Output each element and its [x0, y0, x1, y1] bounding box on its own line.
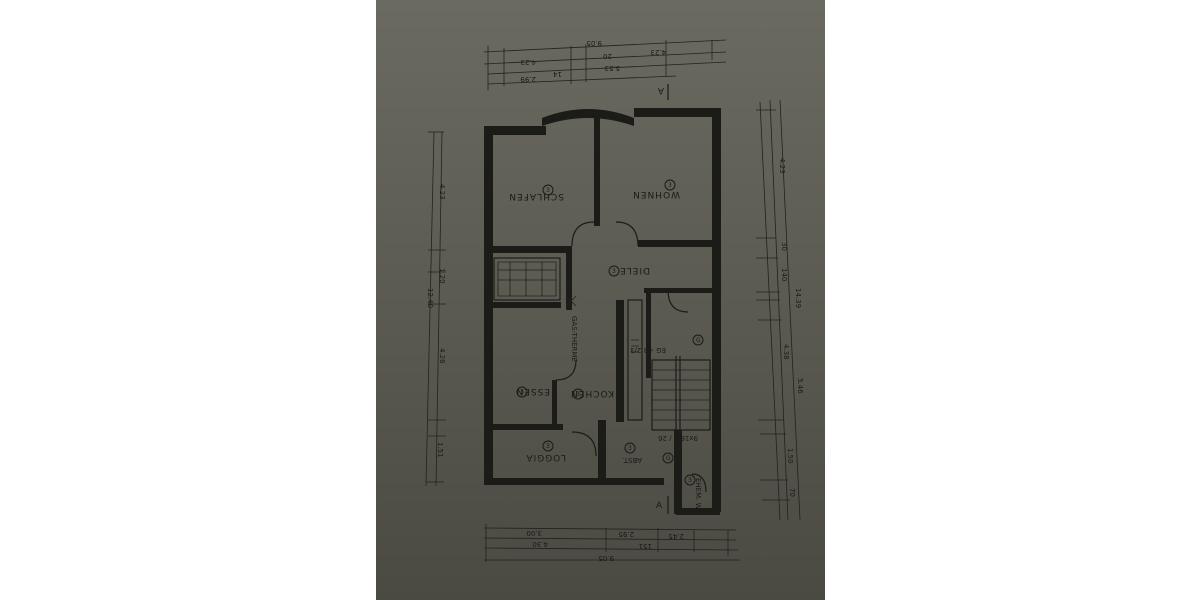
dim-left-2: 1.20 — [438, 268, 446, 284]
dim-bottom-1: 2.95 — [618, 530, 634, 538]
stair-marker-upper — [692, 334, 704, 346]
right-dimension-lines — [756, 99, 801, 521]
dim-top-mid-2: 4.23 — [650, 48, 666, 56]
room-marker-ehem-wc — [684, 474, 696, 486]
dim-top-inner-3: 5.53 — [604, 64, 620, 72]
dim-left-5: 4.26 — [438, 348, 446, 364]
room-label-abst: ABST. — [622, 456, 642, 464]
dim-right-7: 5.46 — [796, 378, 804, 394]
room-marker-loggia — [542, 440, 554, 452]
room-marker-loggia-text: 3 — [546, 443, 550, 450]
room-marker-wohnen — [664, 179, 676, 191]
exterior-walls — [484, 108, 721, 515]
stair-note-lower: 9x18.3 / 26 — [658, 434, 698, 442]
dim-left-4: 12.40 — [426, 288, 434, 308]
stair-marker-lower-text: G — [666, 455, 671, 462]
dim-bottom-outer: 9.05 — [598, 554, 614, 562]
staircase — [651, 356, 711, 432]
room-marker-diele — [608, 265, 620, 277]
door-swings — [555, 221, 707, 493]
room-marker-diele-text: 3 — [612, 268, 616, 275]
dim-top-outer: 9.05 — [586, 39, 602, 47]
dim-right-1: 30 — [780, 242, 788, 251]
dim-top-inner-0: 2.99 — [520, 75, 536, 83]
room-label-diele: DIELE — [619, 265, 650, 275]
dim-bottom-6: 151 — [639, 542, 652, 550]
chimney-duct — [627, 299, 643, 421]
dim-right-6: 4.38 — [782, 344, 790, 360]
bottom-dimension-lines — [483, 524, 740, 562]
left-dimension-lines — [425, 131, 446, 487]
top-dimension-lines — [483, 39, 727, 90]
dim-right-9: 1.50 — [786, 448, 794, 464]
floor-plan-drawing: 9.05 4.23 20 4.23 2.99 14 5.53 A 14.39 4… — [425, 39, 804, 562]
room-marker-ehem-wc-text: 3 — [688, 477, 692, 484]
room-label-wohnen: WOHNEN — [632, 189, 680, 199]
room-marker-schlafen-text: 3 — [546, 187, 550, 194]
section-marker-bottom: A — [656, 501, 663, 511]
dim-right-2: 140 — [780, 268, 788, 281]
dim-left-0: 4.23 — [438, 184, 446, 200]
paper-photo: 9.05 4.23 20 4.23 2.99 14 5.53 A 14.39 4… — [376, 0, 825, 600]
bathroom-fixtures — [493, 257, 561, 301]
section-marker-top: A — [657, 85, 664, 95]
dim-bottom-4: 4.30 — [532, 540, 548, 548]
room-marker-essen-text: 3 — [520, 389, 524, 396]
room-label-loggia: LOGGIA — [525, 452, 566, 462]
dim-left-7: 1.51 — [436, 442, 444, 458]
dim-top-mid-0: 4.23 — [520, 58, 536, 66]
room-marker-kochen-text: 3 — [576, 391, 580, 398]
room-marker-abst — [624, 442, 636, 454]
dim-top-inner-1: 14 — [553, 70, 562, 78]
room-label-kochen: KOCHEN — [570, 388, 614, 398]
room-label-gas-therme: GAS-THERME — [570, 316, 578, 362]
room-label-essen: ESSEN — [515, 386, 550, 396]
room-marker-essen — [516, 386, 528, 398]
room-label-ehem-wc: EHEM. WC — [694, 478, 702, 515]
stair-marker-lower — [662, 452, 674, 464]
room-marker-kochen — [572, 388, 584, 400]
room-marker-wohnen-text: 3 — [668, 182, 672, 189]
dim-right-11: 70 — [788, 488, 796, 497]
room-marker-schlafen — [542, 184, 554, 196]
stair-marker-upper-text: G — [696, 337, 701, 344]
dim-right-0: 4.23 — [778, 158, 786, 174]
dim-bottom-3: 2.45 — [668, 532, 684, 540]
stair-note-upper: EG +3 2/3 — [630, 346, 666, 354]
dim-top-mid-1: 20 — [603, 52, 612, 60]
dim-right-outer: 14.39 — [794, 288, 802, 308]
room-label-schlafen: SCHLAFEN — [508, 191, 564, 201]
room-marker-abst-text: 3 — [628, 445, 632, 452]
gas-boiler-mark — [565, 295, 577, 307]
dim-bottom-0: 3.00 — [526, 529, 542, 537]
